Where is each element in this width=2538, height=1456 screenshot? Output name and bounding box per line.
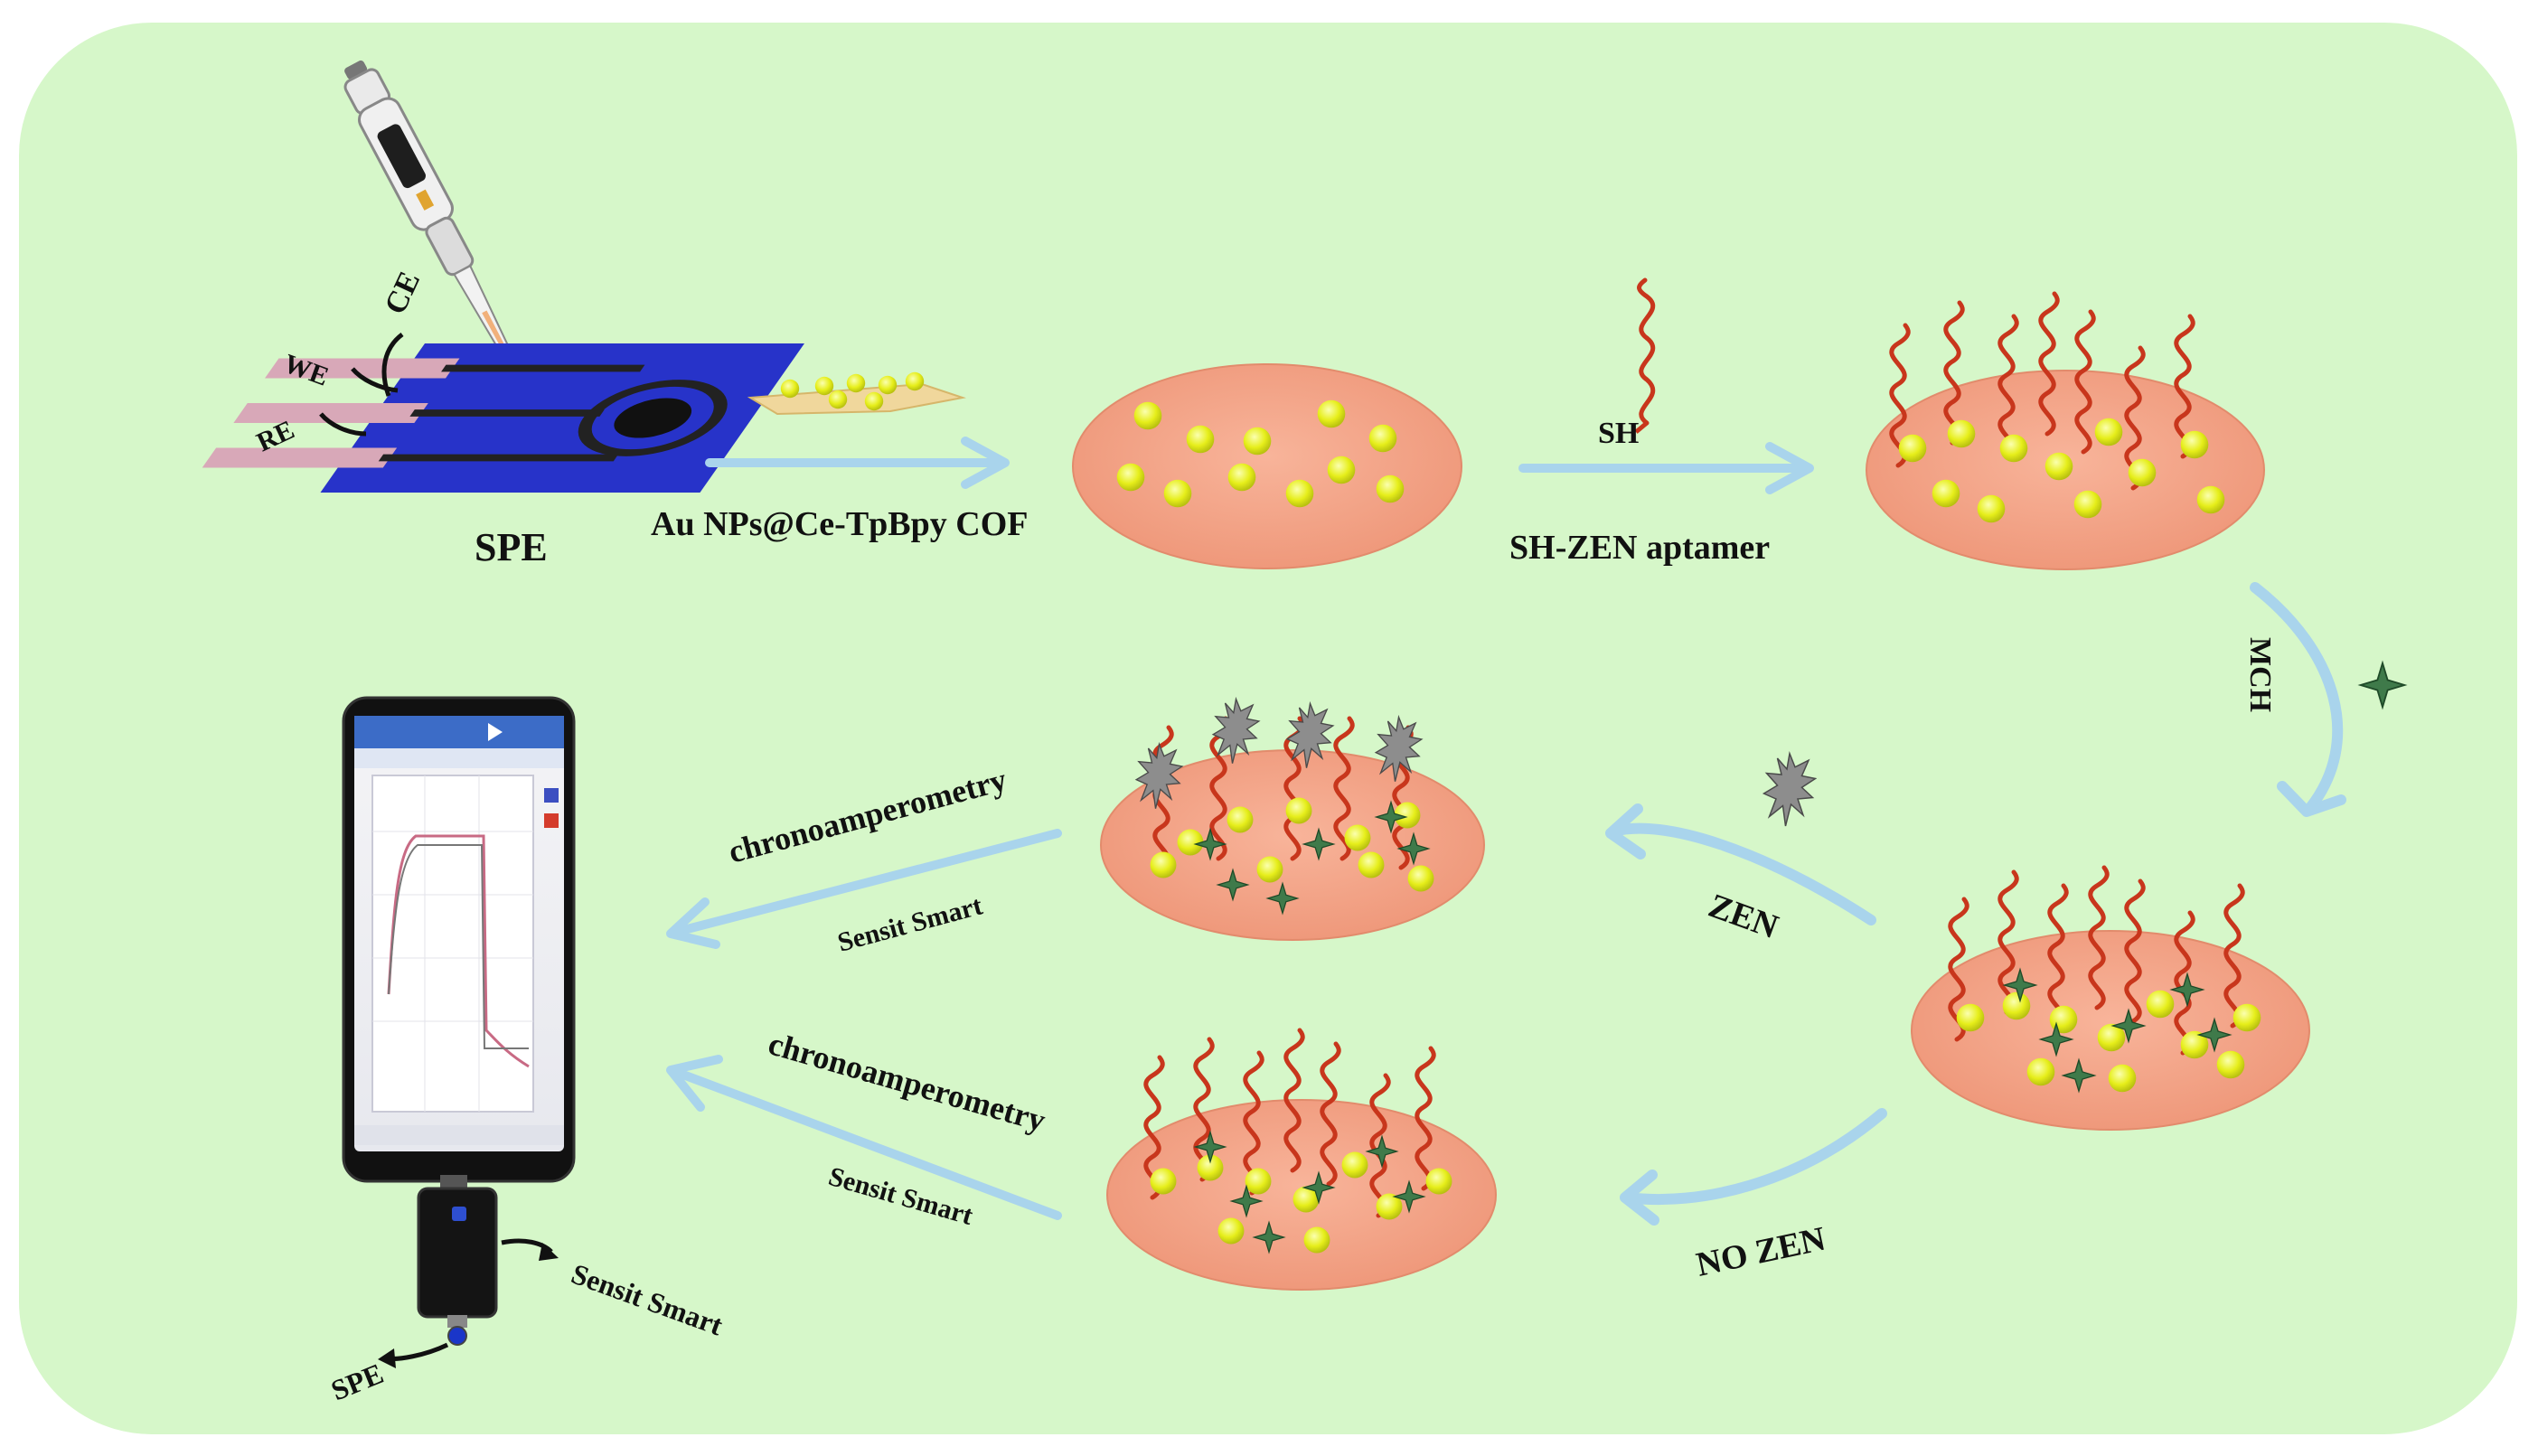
- step1-arrow: [705, 437, 1010, 489]
- mch-arrow: [2250, 582, 2346, 817]
- readout-arrow-bottom: [666, 1055, 1062, 1220]
- au-nps-sheet: [747, 371, 966, 416]
- no-zen-arrow: [1620, 1108, 1887, 1226]
- ce-arrow-icon: [381, 333, 404, 397]
- zen-arrow: [1605, 803, 1876, 925]
- sensit-device-arrowhead-icon: [539, 1243, 559, 1261]
- electrode-disc-au: [1072, 363, 1462, 569]
- mch-label: MCH: [2243, 637, 2277, 712]
- au-nps-label: Au NPs@Ce-TpBpy COF: [651, 505, 1029, 543]
- sh-zen-aptamer-label: SH-ZEN aptamer: [1509, 529, 1770, 567]
- sh-label: SH: [1598, 417, 1639, 450]
- spe-electrode: [202, 343, 804, 493]
- we-arrow-icon: [351, 367, 399, 393]
- sh-aptamer-icon: [1634, 277, 1656, 434]
- smartphone: [342, 696, 576, 1183]
- spe-label: SPE: [475, 525, 548, 569]
- re-arrow-icon: [319, 412, 367, 437]
- electrode-disc-aptamer: [1866, 294, 2265, 570]
- spe-device-arrowhead-icon: [378, 1348, 396, 1368]
- sensit-smart-device: [417, 1175, 498, 1346]
- electrode-disc-zen: [1100, 698, 1485, 941]
- electrode-disc-no-zen: [1106, 1030, 1497, 1291]
- readout-arrow-top: [666, 829, 1062, 949]
- electrode-disc-mch: [1911, 868, 2310, 1131]
- step2-arrow: [1518, 442, 1814, 494]
